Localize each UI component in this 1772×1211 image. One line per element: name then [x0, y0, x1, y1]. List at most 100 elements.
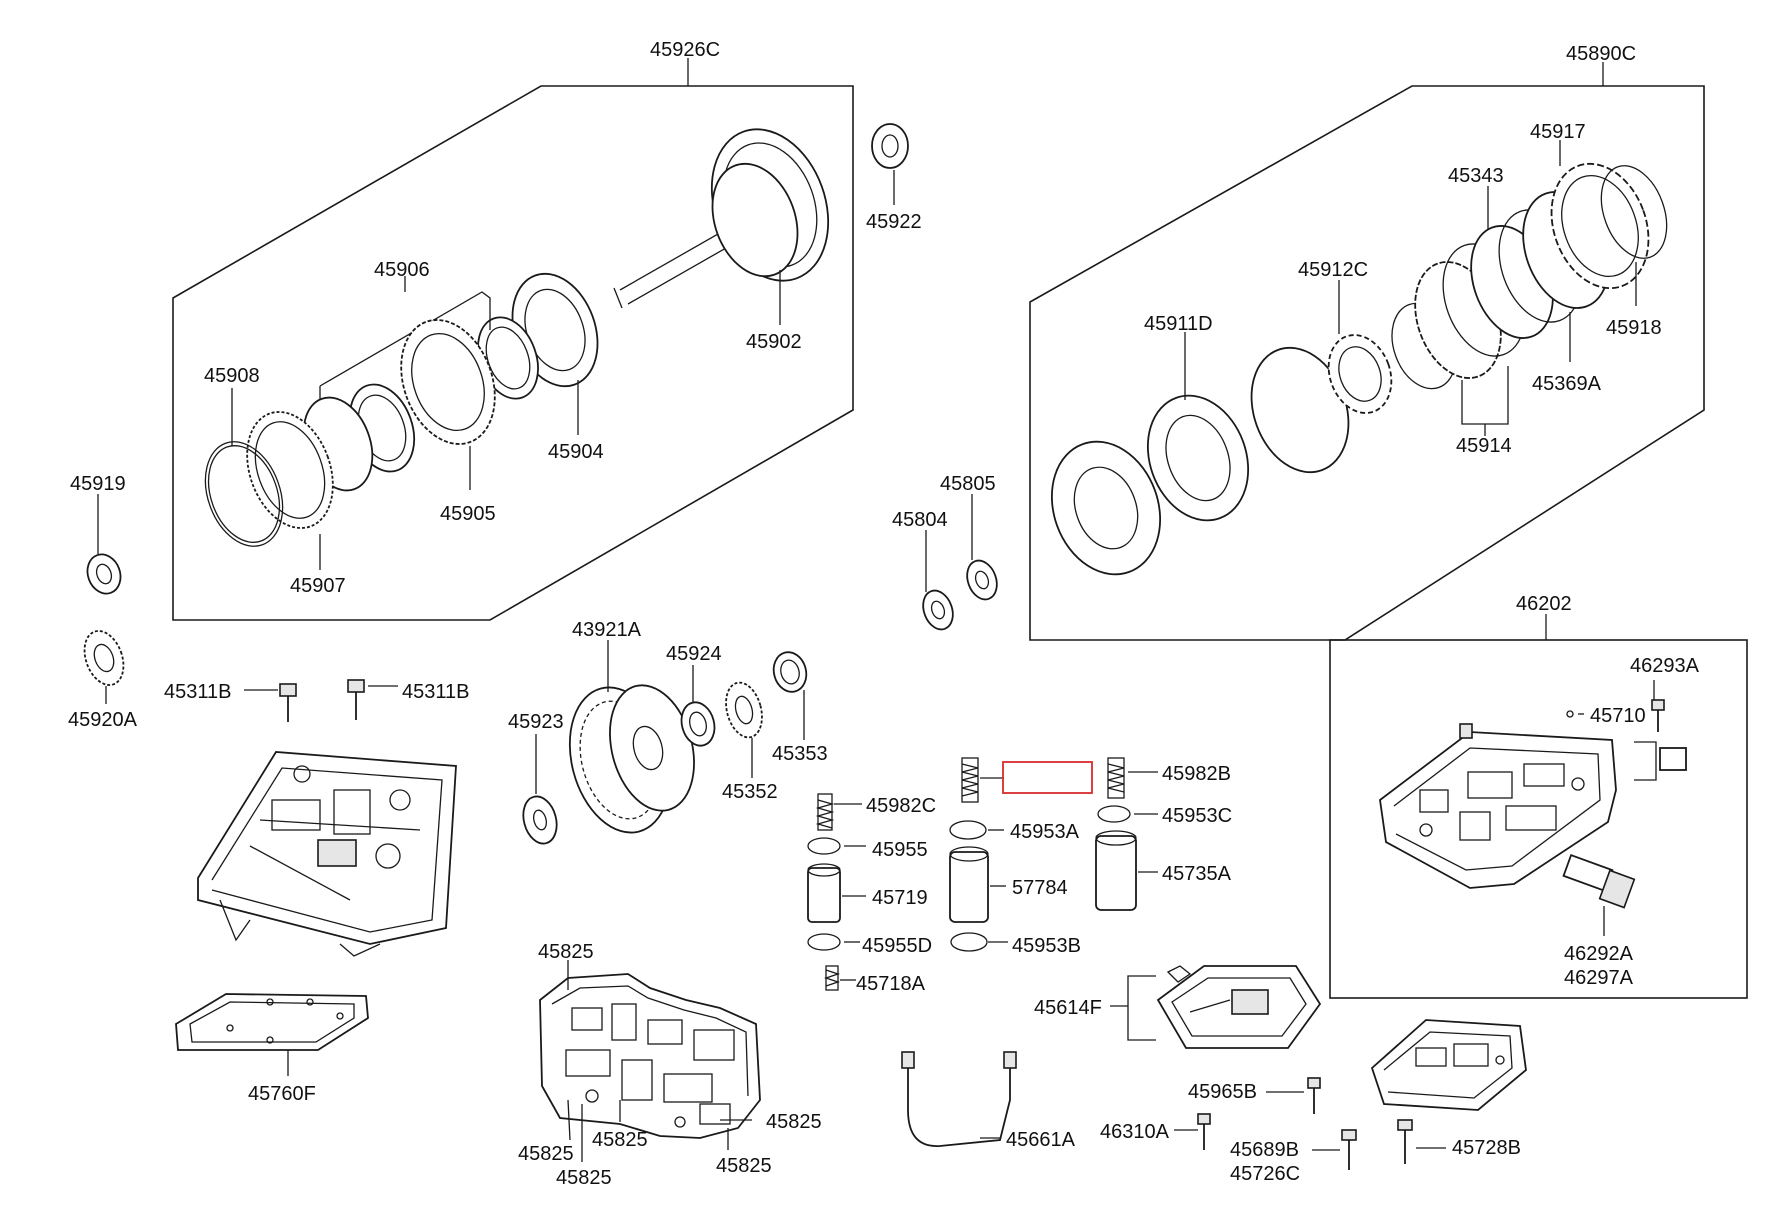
group-label-45890c: 45890C: [1566, 43, 1636, 65]
bolt-45965b: [1266, 1077, 1321, 1114]
label-45905: 45905: [440, 503, 496, 525]
label-57784: 57784: [1012, 877, 1068, 899]
spring-45982b: [1107, 757, 1158, 799]
label-46297a: 46297A: [1564, 967, 1634, 989]
snap-ring-45908: [204, 388, 284, 547]
label-45825-c: 45825: [592, 1129, 648, 1151]
thrust-washer-45353: [772, 651, 808, 740]
bolt-45728b: [1397, 1119, 1446, 1164]
thrust-washer-45923: [522, 734, 558, 845]
group-frame-46202: [1329, 614, 1748, 999]
label-45904: 45904: [548, 441, 604, 463]
bolt-45689b: [1312, 1129, 1357, 1170]
label-45912c: 45912C: [1298, 259, 1368, 281]
label-45914: 45914: [1456, 435, 1512, 457]
label-45710: 45710: [1590, 705, 1646, 727]
label-45982b: 45982B: [1162, 763, 1231, 785]
thrust-washer-45922: [871, 123, 909, 205]
lower-valve-body: [197, 751, 457, 957]
label-45953b: 45953B: [1012, 935, 1081, 957]
control-valve-body-46202: [1379, 723, 1617, 889]
label-45735a: 45735A: [1162, 863, 1232, 885]
seal-45955d: [807, 933, 860, 951]
label-45953c: 45953C: [1162, 805, 1232, 827]
seal-45955: [807, 837, 866, 855]
label-45719: 45719: [872, 887, 928, 909]
sun-gear-drum-43921a: [568, 640, 695, 834]
label-45726c: 45726C: [1230, 1163, 1300, 1185]
pin-45710: [1566, 710, 1584, 718]
group-label-46202: 46202: [1516, 593, 1572, 615]
label-43921a: 43921A: [572, 619, 642, 641]
bolt-46293a: [1651, 680, 1665, 732]
transfer-valve-body: [1370, 1019, 1527, 1111]
label-46310a: 46310A: [1100, 1121, 1170, 1143]
group-label-45926c: 45926C: [650, 39, 720, 61]
gasket-45760f: [175, 993, 369, 1076]
output-shaft-drum-45902: [613, 128, 830, 325]
spring-45718a: [823, 965, 856, 991]
spring-45983d: [961, 757, 1004, 803]
thrust-bearing-45920a: [83, 630, 125, 704]
valve-body-45825: [539, 960, 761, 1162]
label-45919: 45919: [70, 473, 126, 495]
label-45982c: 45982C: [866, 795, 936, 817]
label-45661a: 45661A: [1006, 1129, 1076, 1151]
thrust-bearing-45352: [725, 681, 763, 778]
label-45918: 45918: [1606, 317, 1662, 339]
label-45825-d: 45825: [716, 1155, 772, 1177]
oil-filter-45614f: [1110, 965, 1322, 1049]
label-45902: 45902: [746, 331, 802, 353]
label-46293a: 46293A: [1630, 655, 1700, 677]
label-45352: 45352: [722, 781, 778, 803]
callout-labels: 45926C 45890C 46202 45922 45906 45908 45…: [68, 39, 1700, 1189]
label-45955d: 45955D: [862, 935, 932, 957]
label-45906: 45906: [374, 259, 430, 281]
thrust-washer-45924: [680, 665, 716, 747]
label-45343: 45343: [1448, 165, 1504, 187]
label-45614f: 45614F: [1034, 997, 1102, 1019]
label-45353: 45353: [772, 743, 828, 765]
solenoid-bracket: [1634, 741, 1687, 781]
plug-57784: [949, 846, 1006, 923]
label-45718a: 45718A: [856, 973, 926, 995]
label-46292a: 46292A: [1564, 943, 1634, 965]
label-45825-top: 45825: [538, 941, 594, 963]
plug-45735a: [1095, 830, 1158, 911]
plug-45719: [807, 863, 866, 923]
label-45924: 45924: [666, 643, 722, 665]
label-45804: 45804: [892, 509, 948, 531]
bolt-45311b-right: [347, 679, 398, 720]
label-45923: 45923: [508, 711, 564, 733]
seal-45953a: [949, 820, 1004, 840]
label-45955: 45955: [872, 839, 928, 861]
seal-45953b: [950, 932, 1008, 952]
clutch-drum-45911d: [1050, 332, 1250, 576]
label-45917: 45917: [1530, 121, 1586, 143]
thrust-washer-45805: [966, 494, 998, 601]
clutch-plates-45907: [246, 396, 374, 570]
highlight-box: [1002, 761, 1093, 794]
label-45311b-right: 45311B: [402, 681, 469, 703]
bolt-45311b-left: [244, 683, 297, 722]
gear-ring-45905: [400, 319, 496, 490]
label-45825-b: 45825: [556, 1167, 612, 1189]
spring-retainer-45912c: [1327, 280, 1393, 414]
label-45922: 45922: [866, 211, 922, 233]
group-frame-45890c: [1029, 62, 1705, 641]
seal-45953c: [1097, 805, 1158, 823]
label-45311b-left: 45311B: [164, 681, 231, 703]
group-frame-45926c: [172, 58, 854, 621]
oil-pipe-45661a: [901, 1051, 1017, 1147]
thrust-washer-45804: [922, 530, 954, 631]
label-45965b: 45965B: [1188, 1081, 1257, 1103]
label-45920a: 45920A: [68, 709, 138, 731]
solenoid-valve-46292a: [1562, 853, 1636, 936]
label-45907: 45907: [290, 575, 346, 597]
label-45911d: 45911D: [1144, 313, 1213, 335]
backing-plate-45917: [1550, 140, 1650, 290]
label-45953a: 45953A: [1010, 821, 1080, 843]
label-45825-e: 45825: [766, 1111, 822, 1133]
label-45369a: 45369A: [1532, 373, 1602, 395]
